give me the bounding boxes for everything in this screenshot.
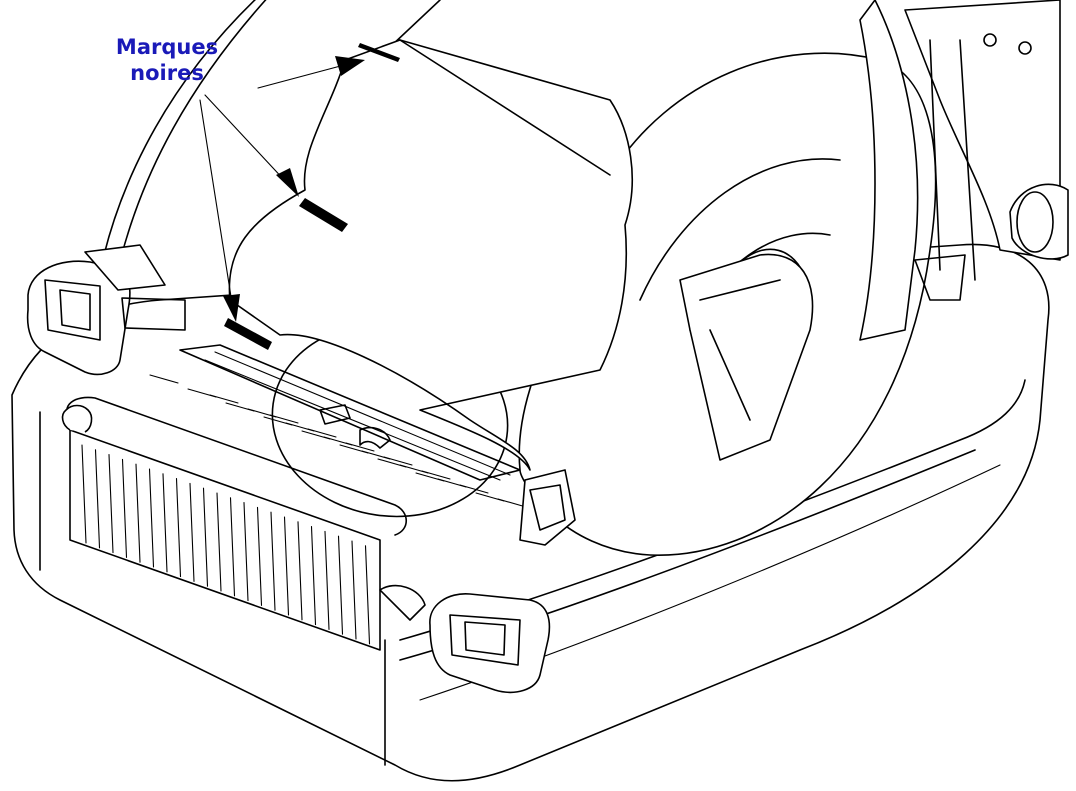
black-mark-middle xyxy=(299,198,348,232)
black-mark-top xyxy=(358,43,400,62)
platen-roller xyxy=(61,396,408,651)
callout-line-2: noires xyxy=(130,61,204,85)
left-media-guide xyxy=(26,244,186,376)
tear-bar-teeth xyxy=(81,444,371,645)
black-marks xyxy=(224,43,400,350)
black-marks-label: Marques noires xyxy=(92,34,242,86)
right-media-guide xyxy=(379,584,551,694)
black-mark-bottom xyxy=(224,318,272,350)
media-holder xyxy=(519,253,814,546)
callout-line-1: Marques xyxy=(115,35,219,59)
paper-sheet xyxy=(228,39,634,471)
callout-arrows xyxy=(199,56,365,322)
right-housing xyxy=(859,0,1069,341)
